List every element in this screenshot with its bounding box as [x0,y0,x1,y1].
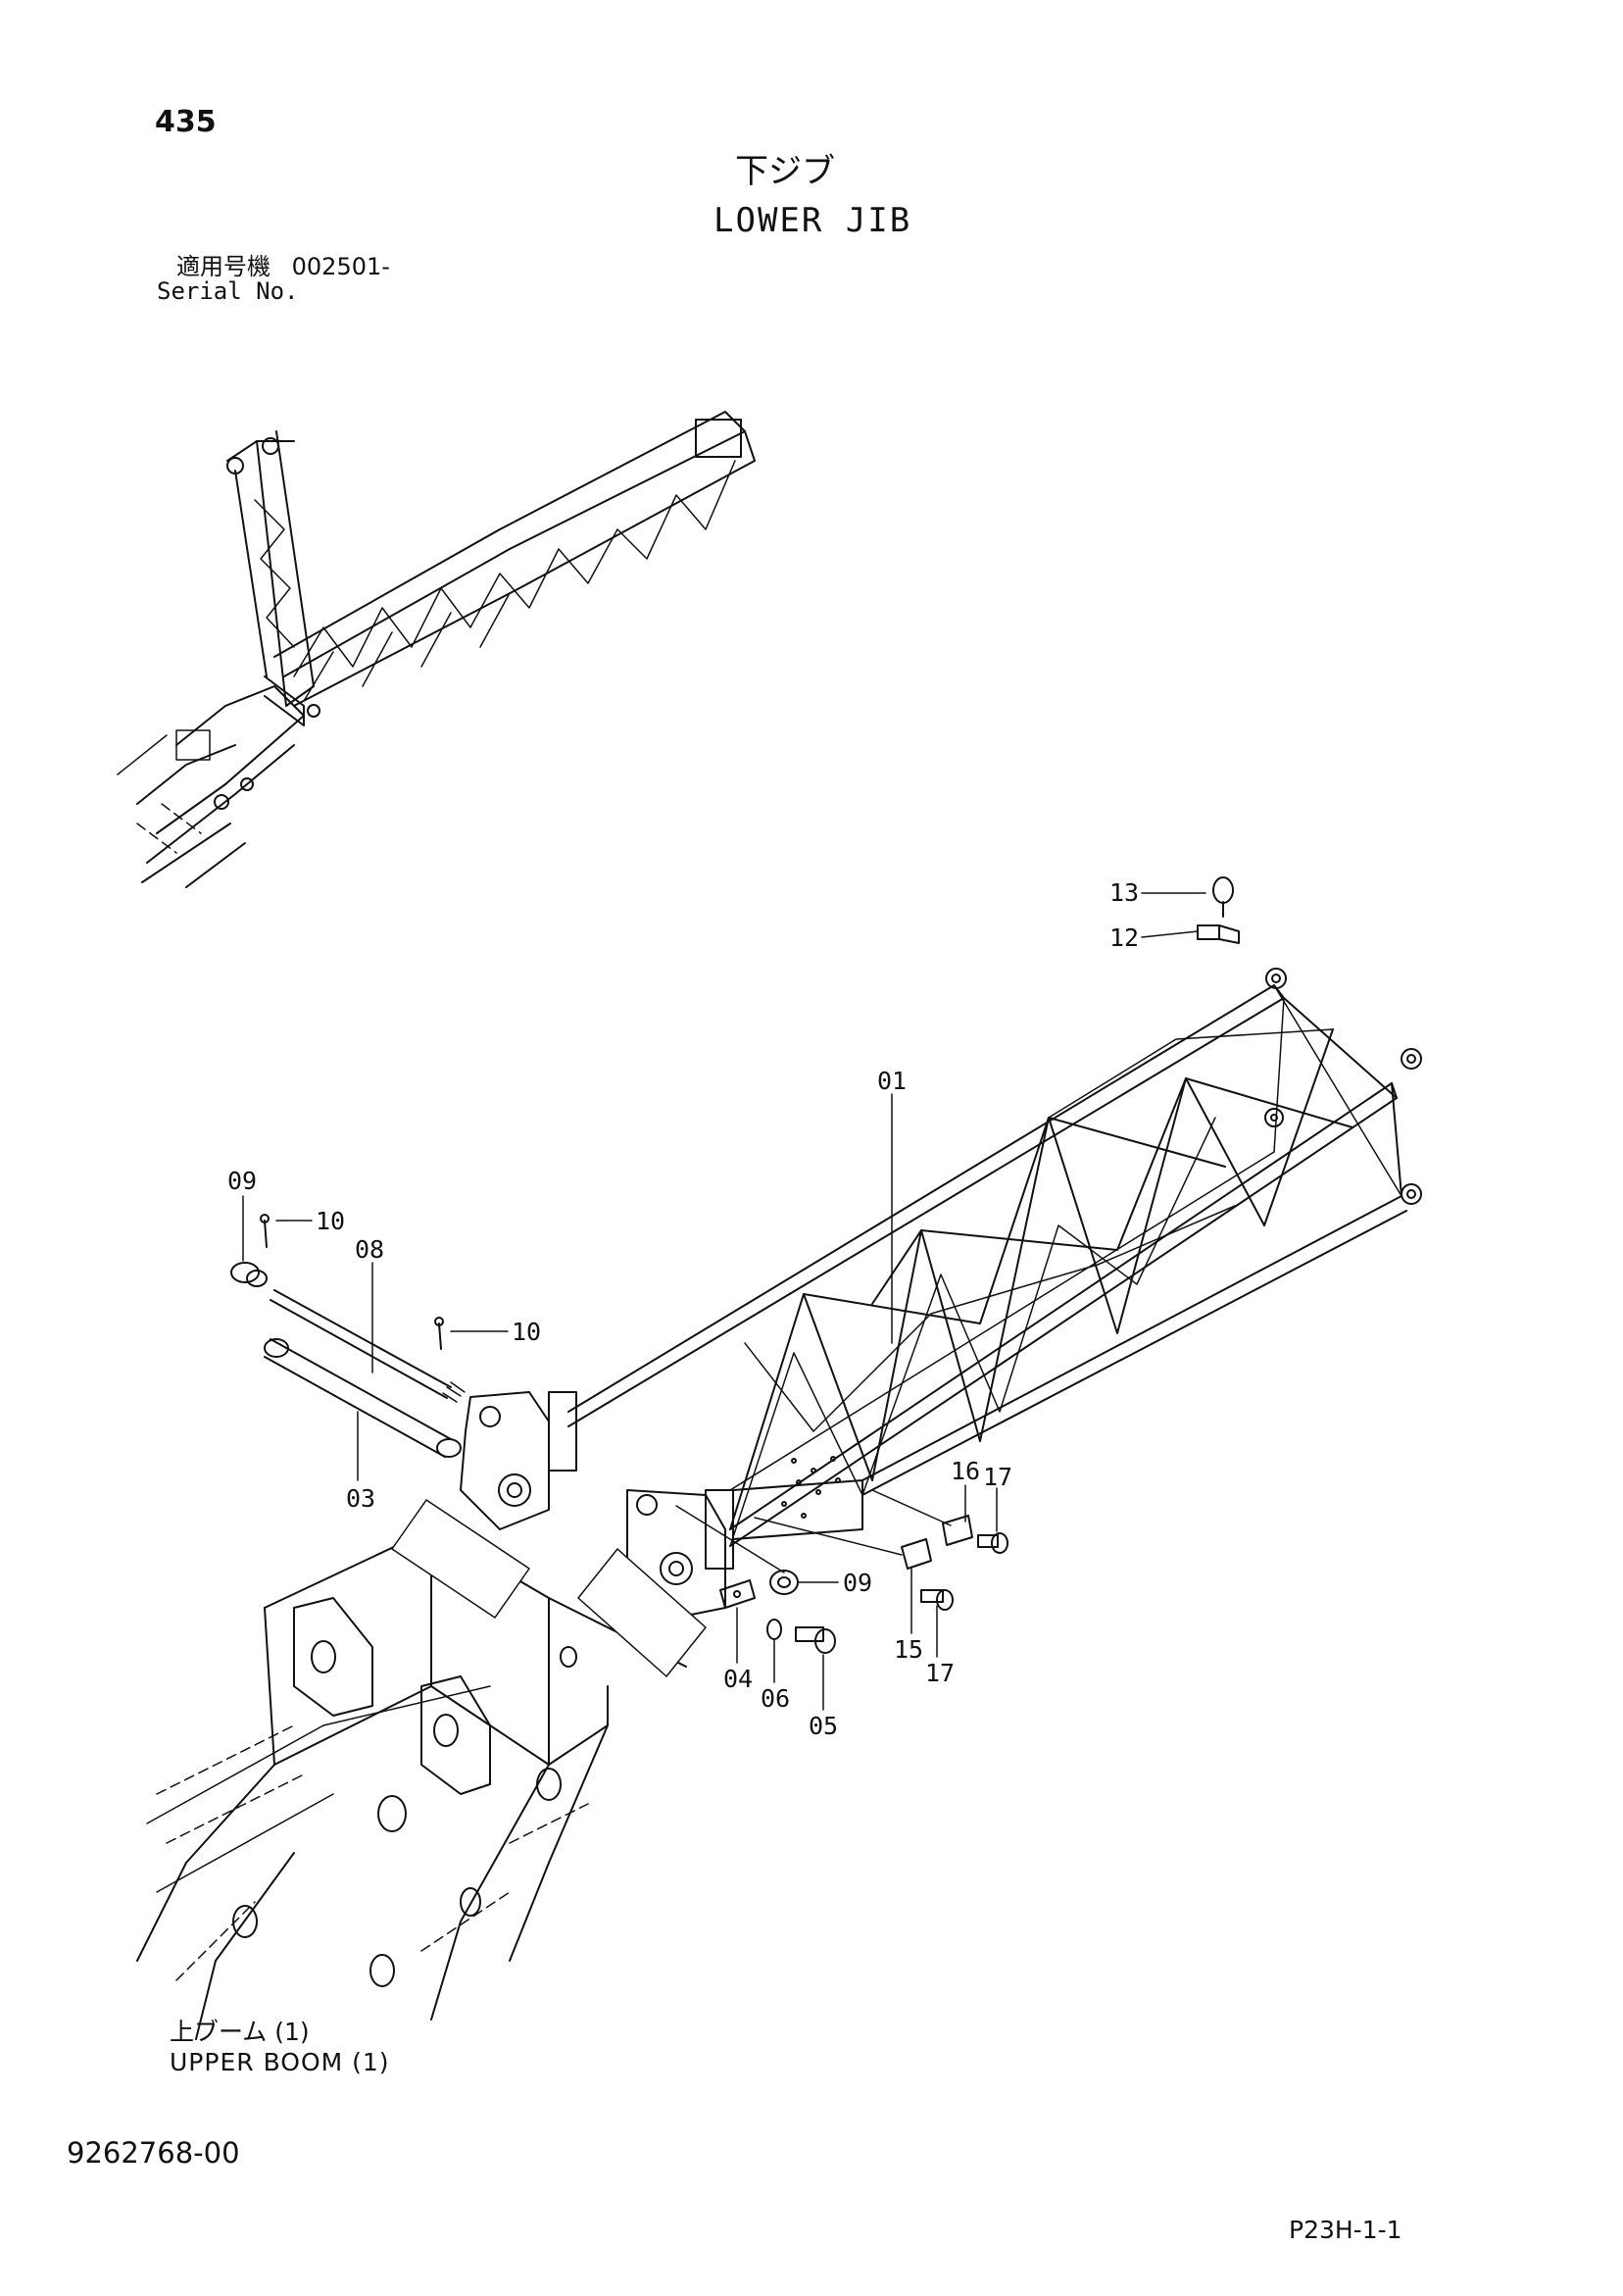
part-09-nut-left [230,1262,268,1287]
part-13-shackle [1212,876,1234,918]
callout-04: 04 [723,1665,754,1693]
callout-09-right: 09 [843,1569,873,1597]
part-06-ring [766,1619,782,1640]
jib-foot-bracket-left [460,1391,550,1530]
serial-label-japanese: 適用号機 [176,253,270,280]
document-number: 9262768-00 [67,2136,240,2170]
upper-boom-sketch [136,1528,687,2040]
part-03-large-pin [264,1338,462,1458]
part-10-split-pins [260,1214,444,1350]
callout-13: 13 [1109,878,1140,907]
serial-label-english: Serial No. [157,277,299,305]
title-english: LOWER JIB [713,201,912,240]
callout-17-lower: 17 [925,1659,956,1687]
part-17-bolts [920,1532,1008,1611]
part-04-plate [719,1579,756,1609]
part-05-bolt [795,1626,836,1654]
page-number: 435 [155,105,217,139]
part-09-nut-right [769,1570,799,1595]
callout-15: 15 [894,1635,924,1664]
callout-17-upper: 17 [983,1463,1013,1491]
connection-guide-shapes [391,1499,707,1677]
page-code: P23H-1-1 [1289,2216,1402,2244]
serial-line: 適用号機 002501- [176,255,390,278]
callout-01: 01 [877,1067,908,1095]
callout-16: 16 [951,1457,981,1485]
overview-crane-sketch [117,411,756,888]
callout-10-lower: 10 [512,1318,542,1346]
title-japanese: 下ジブ [735,152,835,191]
upper-boom-label-english: UPPER BOOM (1) [170,2048,390,2076]
callout-09-left: 09 [227,1167,258,1195]
callout-03: 03 [346,1484,376,1513]
hardware-pointer-lines [675,1489,952,1573]
part-08-pin [270,1289,466,1403]
part-12-bolt [1197,924,1240,944]
serial-value: 002501- [291,253,390,280]
callout-12: 12 [1109,923,1140,952]
upper-boom-label-japanese: 上ブーム (1) [170,2018,310,2046]
callout-10-upper: 10 [316,1207,346,1235]
callout-08: 08 [355,1235,385,1264]
callout-leaders [242,892,1206,1711]
callout-05: 05 [809,1712,839,1740]
part-16-plate [942,1515,973,1546]
callout-06: 06 [761,1684,791,1713]
part-15-plate [901,1538,932,1570]
lower-jib-section [548,968,1422,1570]
